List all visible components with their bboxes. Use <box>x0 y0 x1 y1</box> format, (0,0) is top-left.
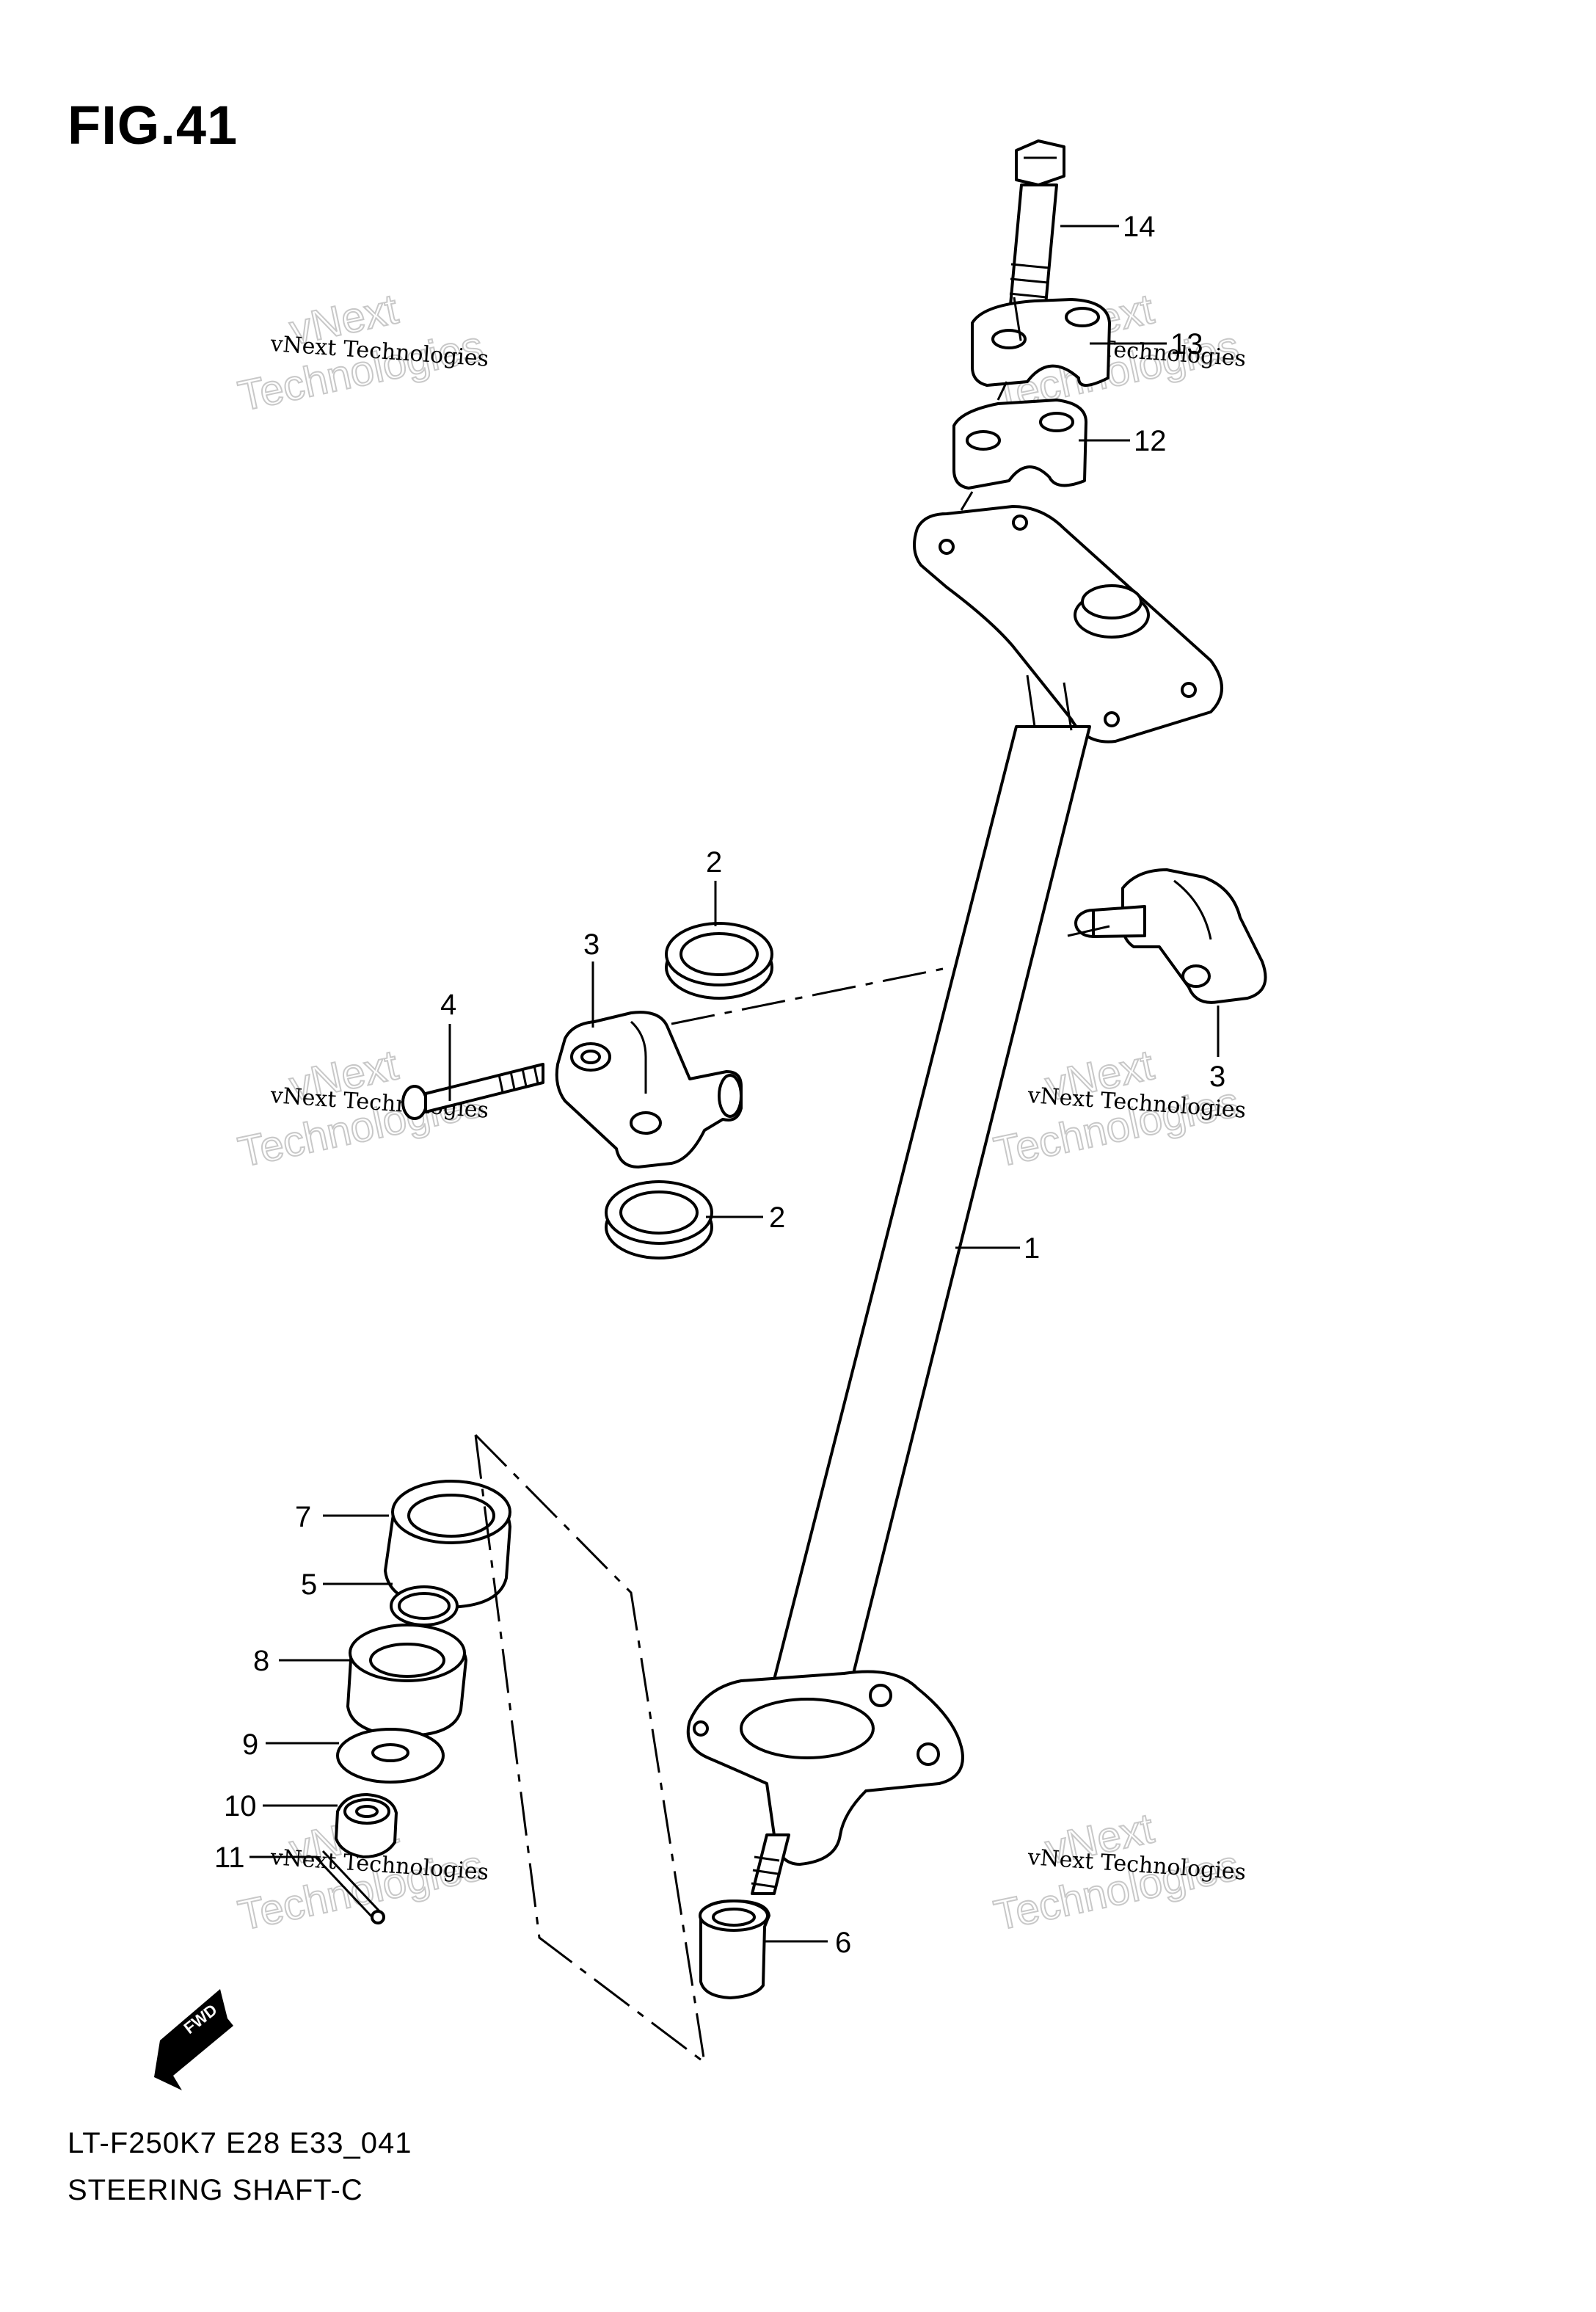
part-12-lower-holder <box>952 399 1087 490</box>
callout-3-left: 3 <box>583 928 600 961</box>
callout-13: 13 <box>1170 328 1203 360</box>
part-3-right-holder <box>1074 868 1267 1004</box>
callout-8: 8 <box>253 1645 269 1677</box>
callout-7: 7 <box>295 1501 311 1533</box>
fwd-arrow-icon: FWD <box>154 1989 233 2090</box>
callout-1: 1 <box>1024 1232 1040 1265</box>
callout-4: 4 <box>440 989 456 1021</box>
watermark-3: Technologies vNext vNext Technologies <box>233 1040 489 1177</box>
callout-leaders <box>249 225 1220 1943</box>
part-2-lower-seal <box>605 1180 713 1259</box>
diagram-caption: STEERING SHAFT-C <box>68 2174 363 2206</box>
callout-9: 9 <box>242 1728 258 1761</box>
watermark-6: Technologies vNext vNext Technologies <box>989 1803 1247 1940</box>
part-4-bolt <box>401 1063 544 1120</box>
figure-title: FIG.41 <box>68 95 238 156</box>
watermark-1: Technologies vNext vNext Technologies <box>233 284 489 421</box>
part-7-bearing <box>384 1480 511 1609</box>
callout-10: 10 <box>224 1790 257 1822</box>
callout-2-upper: 2 <box>706 846 722 879</box>
callout-6: 6 <box>835 1927 851 1959</box>
model-code: LT-F250K7 E28 E33_041 <box>68 2127 412 2159</box>
part-9-washer <box>336 1728 445 1784</box>
callout-2-lower: 2 <box>769 1202 785 1234</box>
part-1-steering-shaft <box>686 505 1223 1895</box>
callout-3-right: 3 <box>1209 1061 1225 1093</box>
assembly-lines <box>474 297 1110 2065</box>
callout-12: 12 <box>1134 425 1167 457</box>
callout-11: 11 <box>214 1842 245 1874</box>
part-10-nut <box>335 1793 398 1858</box>
part-3-left-holder <box>555 1011 743 1168</box>
watermark-4: Technologies vNext vNext Technologies <box>989 1040 1247 1177</box>
callout-14: 14 <box>1123 211 1156 243</box>
part-13-upper-holder <box>971 298 1111 387</box>
part-5-o-ring <box>390 1585 459 1626</box>
part-6-bushing <box>699 1900 770 1999</box>
callout-5: 5 <box>301 1568 317 1601</box>
part-8-bearing <box>346 1624 467 1737</box>
callout-labels: 14 13 12 2 3 4 3 2 1 7 5 8 9 10 11 6 <box>214 211 1225 1959</box>
part-11-cotter-pin <box>314 1850 385 1924</box>
part-2-upper-seal <box>665 922 773 1000</box>
